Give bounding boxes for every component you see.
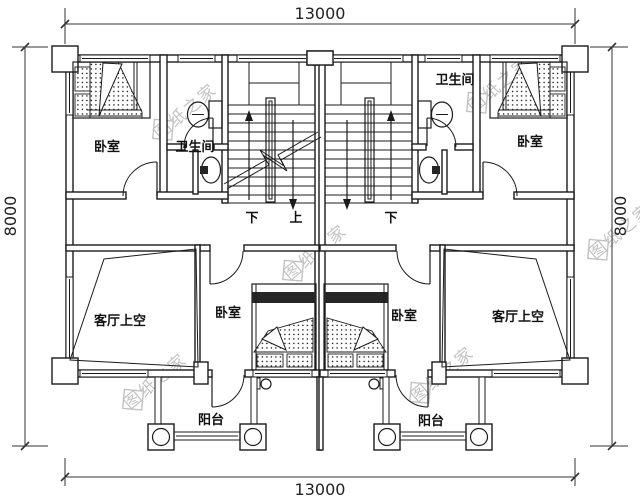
dimension-right: 8000	[611, 196, 630, 237]
room-label-living-void-right: 客厅上空	[492, 309, 544, 325]
room-label-balcony-right: 阳台	[418, 413, 444, 429]
room-label-bedroom-bottom-left: 卧室	[215, 305, 241, 321]
room-label-bedroom-bottom-right: 卧室	[391, 308, 417, 324]
dimension-lines	[12, 8, 628, 486]
stair-break-line	[223, 131, 322, 190]
room-label-bathroom-right: 卫生间	[435, 72, 474, 88]
room-label-living-void-left: 客厅上空	[94, 313, 146, 329]
room-label-bathroom-left: 卫生间	[175, 139, 214, 155]
unit-right-geometry	[306, 45, 589, 451]
dimension-top: 13000	[295, 4, 346, 23]
dimension-left: 8000	[1, 196, 20, 237]
stair-label-down-right: 下	[384, 211, 397, 226]
stair-label-up-left: 上	[289, 211, 302, 226]
room-label-bedroom-top-left: 卧室	[94, 139, 120, 155]
room-label-balcony-left: 阳台	[198, 412, 224, 428]
stair-label-down-left: 下	[245, 211, 258, 226]
dimension-bottom: 13000	[295, 480, 346, 499]
room-label-bedroom-top-right: 卧室	[517, 134, 543, 150]
